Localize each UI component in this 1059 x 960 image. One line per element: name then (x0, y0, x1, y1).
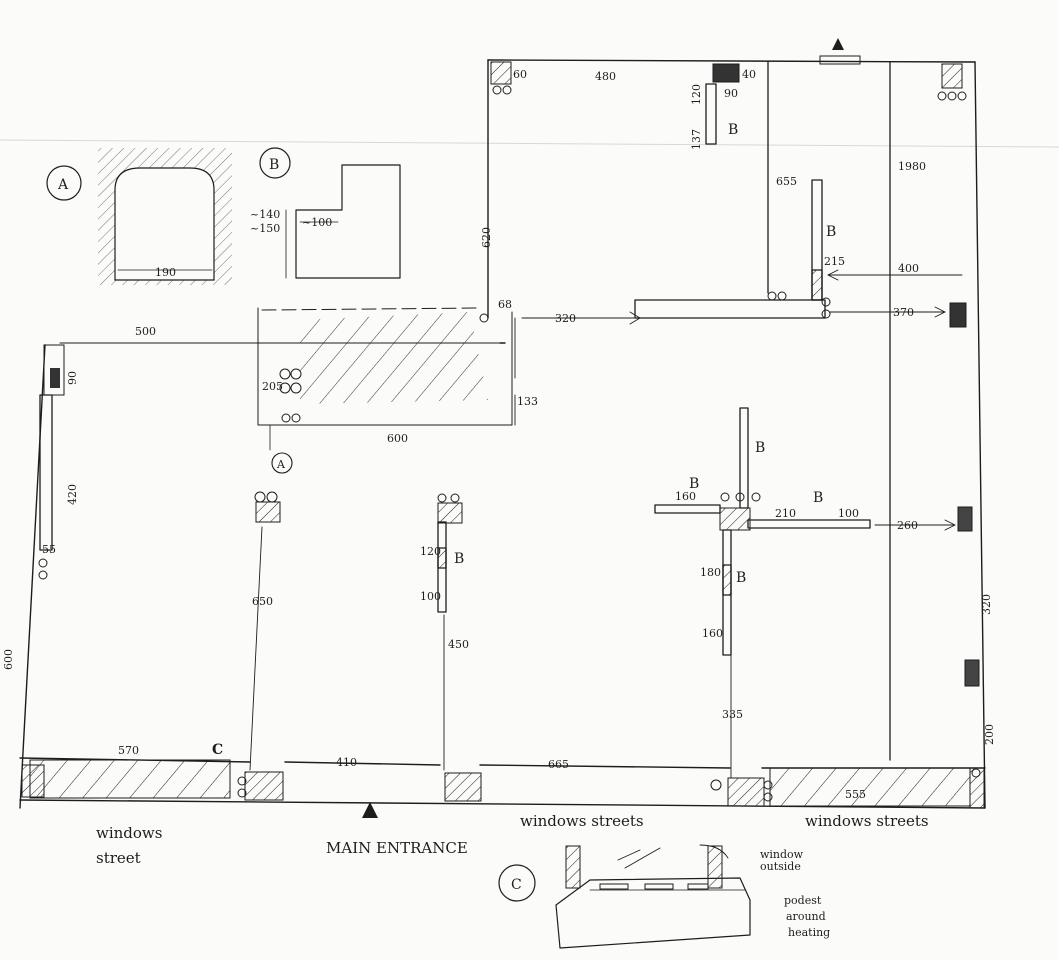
dim-left-600: 600 (2, 649, 15, 670)
marker-b-mid: B (454, 551, 464, 567)
main-entrance-triangle (362, 802, 378, 818)
detail-c-sketch (498, 844, 751, 949)
pillars (43, 61, 980, 687)
detail-a-sketch (46, 148, 232, 285)
dim-left-420: 420 (66, 484, 79, 505)
dimension-labels: 480 60 40 120 90 137 655 1980 620 68 320… (2, 68, 996, 801)
dim-cross-260: 260 (897, 519, 918, 532)
dim-left-620: 620 (480, 227, 493, 248)
dim-cross-160: 160 (675, 490, 696, 503)
label-podest-1: podest (784, 894, 822, 907)
label-windows-streets-right: windows streets (805, 812, 929, 830)
marker-c-detail: C (511, 877, 522, 893)
annotation-labels: windows street MAIN ENTRANCE windows str… (96, 812, 929, 939)
dim-mid-450: 450 (448, 638, 469, 651)
dim-cross-100: 100 (838, 507, 859, 520)
marker-b-655: B (826, 224, 836, 240)
dim-detail-b-150: ~150 (250, 222, 280, 235)
marker-b-detail: B (269, 157, 279, 173)
label-windows-street-2: street (96, 849, 141, 867)
dim-cross-335: 335 (722, 708, 743, 721)
dim-bottom-570: 570 (118, 744, 139, 757)
dim-block-205: 205 (262, 380, 283, 393)
dim-detail-b-100: ~100 (302, 216, 332, 229)
marker-b-top: B (728, 122, 738, 138)
dim-cross-160b: 160 (702, 627, 723, 640)
marker-b-cross-low: B (736, 570, 746, 586)
dim-bottom-410: 410 (336, 756, 357, 769)
dim-detail-a-190: 190 (155, 266, 176, 279)
label-windows-streets-mid: windows streets (520, 812, 644, 830)
dim-top-40: 40 (742, 68, 756, 81)
dim-right-320: 320 (980, 594, 993, 615)
dim-gap-68: 68 (498, 298, 512, 311)
dim-left-55: 55 (42, 543, 56, 556)
label-podest-2: around (786, 910, 826, 923)
dim-block-133: 133 (517, 395, 538, 408)
dim-top-480: 480 (595, 70, 616, 83)
label-window-outside-1: window (760, 848, 804, 861)
entrance-markers (362, 38, 861, 818)
dim-gap-320: 320 (555, 312, 576, 325)
label-windows-street-1: windows (96, 824, 162, 842)
paper-fold-line (0, 139, 1059, 148)
dim-top-500: 500 (135, 325, 156, 338)
marker-a-detail: A (57, 177, 69, 193)
dim-right-200: 200 (983, 724, 996, 745)
label-main-entrance: MAIN ENTRANCE (326, 839, 468, 857)
dimension-lines (249, 269, 963, 779)
dim-bottom-555: 555 (845, 788, 866, 801)
detail-b-sketch (259, 147, 401, 279)
dim-bottom-665: 665 (548, 758, 569, 771)
dim-top-60: 60 (513, 68, 527, 81)
bottom-window-blocks (21, 759, 985, 809)
plan-markers (269, 424, 293, 474)
dim-wall-137: 137 (690, 129, 703, 150)
dim-right-400: 400 (898, 262, 919, 275)
fixture-symbols (38, 85, 981, 802)
dim-detail-b-140: ~140 (250, 208, 280, 221)
label-podest-3: heating (788, 926, 830, 939)
marker-a-plan: A (276, 458, 286, 471)
marker-b-cross-left: B (689, 476, 699, 492)
dim-right-370: 370 (893, 306, 914, 319)
dim-height-655: 655 (776, 175, 797, 188)
marker-b-cross-top: B (755, 440, 765, 456)
top-entrance-triangle (832, 38, 844, 50)
interior-walls (39, 61, 891, 761)
dim-mid-100: 100 (420, 590, 441, 603)
dim-cross-180: 180 (700, 566, 721, 579)
dim-wall-90: 90 (724, 87, 738, 100)
dim-mid-120: 120 (420, 545, 441, 558)
marker-b-cross-right: B (813, 490, 823, 506)
dim-wall-120: 120 (690, 84, 703, 105)
dim-right-215: 215 (824, 255, 845, 268)
label-window-outside-2: outside (760, 860, 801, 873)
marker-labels: A B A B B B B B B B C C (57, 122, 836, 893)
dim-col-650: 650 (252, 595, 273, 608)
marker-c-plan: C (212, 742, 223, 758)
dim-height-1980: 1980 (898, 160, 926, 173)
stair-block (257, 307, 513, 426)
dim-cross-210: 210 (775, 507, 796, 520)
dim-left-90: 90 (66, 371, 79, 385)
dim-block-600: 600 (387, 432, 408, 445)
